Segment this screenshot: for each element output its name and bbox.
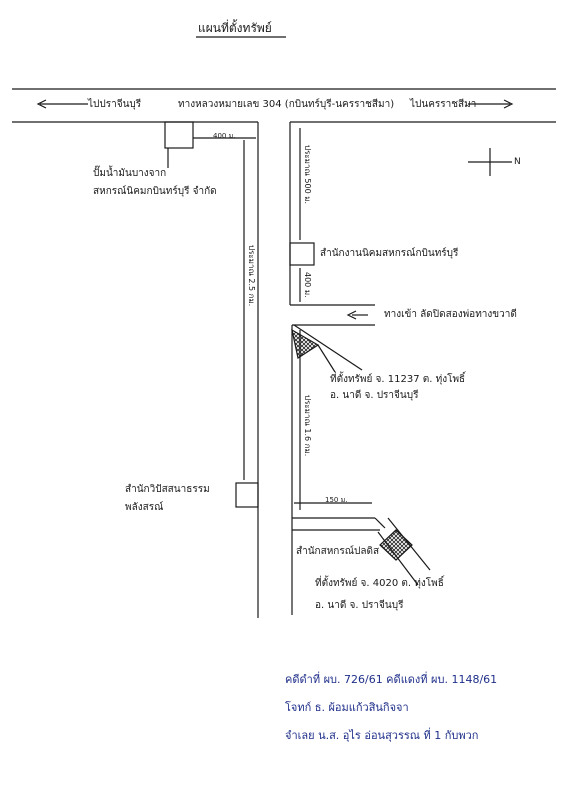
property-2-plot xyxy=(379,529,413,561)
distance-500: ประมาณ 500 ม. xyxy=(303,145,312,205)
coop-office-box xyxy=(289,242,315,266)
property-2-label-1: ที่ตั้งทรัพย์ จ. 4020 ต. ทุ่งโพธิ์ xyxy=(315,578,444,589)
distance-150: 150 ม. xyxy=(325,496,348,504)
property-1-label-1: ที่ตั้งทรัพย์ จ. 11237 ต. ทุ่งโพธิ์ xyxy=(330,374,466,385)
property-2-label-2: อ. นาดี จ. ปราจีนบุรี xyxy=(315,600,404,611)
highway-to-left: ไปปราจีนบุรี xyxy=(88,99,142,110)
case-number: คดีดำที่ ผบ. 726/61 คดีแดงที่ ผบ. 1148/6… xyxy=(285,673,498,686)
gas-station-label-2: สหกรณ์นิคมกบินทร์บุรี จำกัด xyxy=(93,186,217,197)
gas-station-box xyxy=(164,121,194,149)
distance-1-6km: ประมาณ 1.6 กม. xyxy=(303,395,312,457)
dharma-box xyxy=(235,482,259,508)
gas-station-label-1: ปั๊มน้ำมันบางจาก xyxy=(93,168,167,179)
plaintiff: โจทก์ ธ. ผ้อมแก้วสินกิจจา xyxy=(285,701,409,714)
highway-to-right: ไปนครราชสีมา xyxy=(410,99,477,110)
dharma-label-1: สำนักวิปัสสนาธรรม xyxy=(125,484,210,495)
property-1-plot xyxy=(291,328,320,359)
coop-office-label: สำนักงานนิคมสหกรณ์กบินทร์บุรี xyxy=(320,248,459,259)
highway-label: ทางหลวงหมายเลข 304 (กบินทร์บุรี-นครราชสี… xyxy=(178,99,395,110)
railway-label: ทางเข้า ลัดปิดสองพ่อทางขวาดี xyxy=(384,309,517,320)
dharma-label-2: พลังสรณ์ xyxy=(125,502,164,513)
property-1-label-2: อ. นาดี จ. ปราจีนบุรี xyxy=(330,390,419,401)
diagonal-road xyxy=(293,324,363,371)
north-symbol: N xyxy=(514,157,521,167)
defendant: จำเลย น.ส. อุไร อ่อนสุวรรณ ที่ 1 กับพวก xyxy=(285,729,479,742)
map-title: แผนที่ตั้งทรัพย์ xyxy=(198,21,272,35)
distance-400-top: 400 ม. xyxy=(213,132,236,140)
distance-400-mid: 400 ม. xyxy=(303,272,312,298)
distance-2-5km: ประมาณ 2.5 กม. xyxy=(247,245,256,307)
coop-office2-label: สำนักสหกรณ์ปลดิส xyxy=(296,546,380,557)
